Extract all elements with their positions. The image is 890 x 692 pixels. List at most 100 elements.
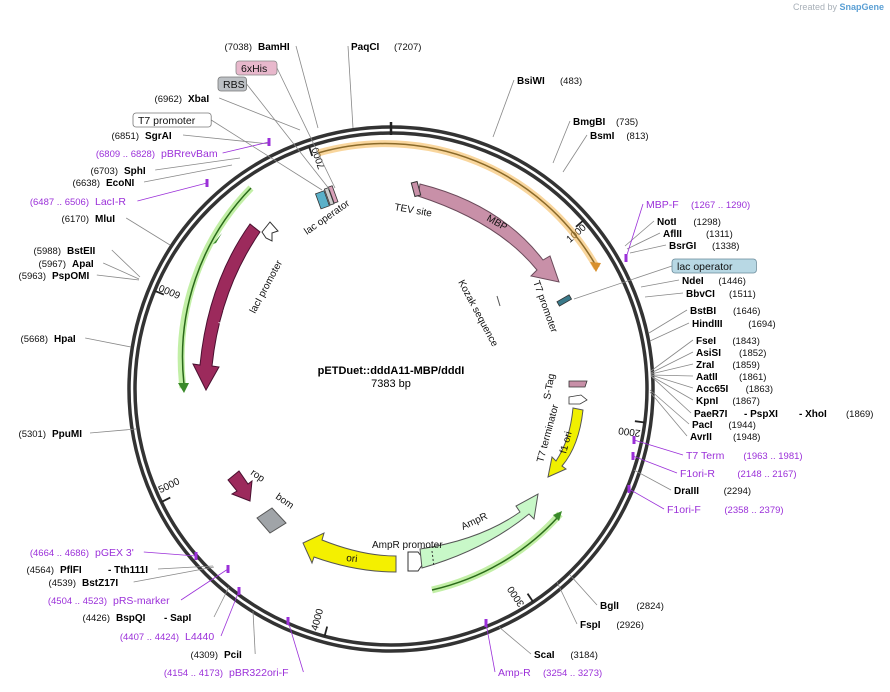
plasmid-length: 7383 bp [371,378,411,390]
his-tag-label[interactable]: 6xHis [235,60,278,76]
site-label-zrai[interactable]: ZraI(1859) [696,360,760,371]
site-label-paqci[interactable]: PaqCI(7207) [351,42,421,53]
label-box [235,60,278,76]
primer-label-pgex-3-[interactable]: (4664 .. 4686)pGEX 3' [30,547,134,559]
site-label-bsteii[interactable]: (5988)BstEII [34,246,96,257]
site-label-paer7i[interactable]: PaeR7I- PspXI- XhoI(1869) [694,409,873,420]
site-position: (5668) [21,334,48,345]
ori-feature[interactable] [302,532,397,573]
primer-site-mark [205,179,209,187]
site-label-pcii[interactable]: (4309)PciI [191,650,242,661]
site-label-aflii[interactable]: AflII(1311) [663,229,733,240]
site-leader [143,164,233,183]
lac-operator-right-label[interactable]: lac operator [671,258,757,274]
primer-label-f1ori-f[interactable]: F1ori-F(2358 .. 2379) [667,504,784,516]
primer-label-amp-r[interactable]: Amp-R(3254 .. 3273) [498,667,602,679]
t7-promoter-top-label[interactable]: T7 promoter [132,112,212,128]
site-label-acc65i[interactable]: Acc65I(1863) [696,384,773,395]
f1-ori-feature[interactable] [547,407,584,478]
site-label-bstbi[interactable]: BstBI(1646) [690,306,760,317]
primer-label-pbrrevbam[interactable]: (6809 .. 6828)pBRrevBam [96,148,218,160]
primer-range: (4407 .. 4424) [120,632,179,643]
ampr-arc-line [431,516,559,591]
ruler-tick [323,626,329,637]
site-label-bsrgi[interactable]: BsrGI(1338) [669,241,739,252]
site-name: EcoNI [106,178,135,189]
site-label-ndei[interactable]: NdeI(1446) [682,276,746,287]
primer-site-mark [194,552,198,560]
s-tag-label: S-Tag [542,373,557,401]
site-leader [649,322,690,342]
site-position: (6851) [112,131,139,142]
site-label-bgli[interactable]: BglI(2824) [600,601,664,612]
site-label-bspqi[interactable]: (4426)BspQI- SapI [83,613,192,624]
site-label-sphi[interactable]: (6703)SphI [91,166,146,177]
kozak-mark [496,295,501,307]
bom-feature[interactable] [256,507,287,534]
site-label-bmgbi[interactable]: BmgBI(735) [573,117,638,128]
site-position: (1511) [729,289,756,300]
site-label-bstz17i[interactable]: (4539)BstZ17I [49,578,119,589]
site-name: BsiWI [517,76,545,87]
site-label-draiii[interactable]: DraIII(2294) [674,486,751,497]
primer-range: (1963 .. 1981) [743,451,802,462]
site-label-fspi[interactable]: FspI(2926) [580,620,644,631]
site-label-pspomi[interactable]: (5963)PspOMI [19,271,90,282]
site-label-bsiwi[interactable]: BsiWI(483) [517,76,582,87]
site-name: HindIII [692,319,723,330]
label-leader [246,83,331,191]
primer-label-mbp-f[interactable]: MBP-F(1267 .. 1290) [646,199,750,211]
primer-label-t7-term[interactable]: T7 Term(1963 .. 1981) [686,450,803,462]
site-label-bbvci[interactable]: BbvCI (1511) [686,289,756,300]
site-label-asisi[interactable]: AsiSI(1852) [696,348,766,359]
site-leader [650,339,694,372]
site-leader [85,337,132,348]
mbp-feature[interactable] [417,183,560,283]
primer-range: (4504 .. 4523) [48,596,107,607]
site-leader [650,374,694,389]
ruler-tick [160,496,171,503]
site-position: (3184) [570,650,597,661]
site-leader [633,469,672,491]
site-label-kpni[interactable]: KpnI(1867) [696,396,760,407]
laci-feature[interactable] [192,223,261,392]
site-label-apai[interactable]: (5967)ApaI [39,259,94,270]
primer-label-f1ori-r[interactable]: F1ori-R(2148 .. 2167) [680,468,797,480]
primer-label-laci-r[interactable]: (6487 .. 6506)LacI-R [30,196,126,208]
site-leader [650,375,692,414]
site-label-econi[interactable]: (6638)EcoNI [73,178,135,189]
site-label-aatii[interactable]: AatII(1861) [696,372,766,383]
site-leader [252,610,256,655]
site-label-bamhi[interactable]: (7038)BamHI [225,42,290,53]
site-label-mlui[interactable]: (6170)MluI [62,214,116,225]
site-label-fsei[interactable]: FseI(1843) [696,336,760,347]
site-label-hindiii[interactable]: HindIII(1694) [692,319,776,330]
rbs-label[interactable]: RBS [217,76,248,92]
label-box [132,112,212,128]
site-name: MluI [95,214,115,225]
ampr-feature[interactable] [419,493,539,569]
primer-label-l4440[interactable]: (4407 .. 4424)L4440 [120,631,215,643]
site-label-pflfi[interactable]: (4564)PflFI- Tth111I [27,565,149,576]
site-label-avrii[interactable]: AvrII(1948) [690,432,760,443]
site-label-scai[interactable]: ScaI(3184) [534,650,598,661]
primer-name: pBR322ori-F [229,667,289,679]
primer-label-prs-marker[interactable]: (4504 .. 4523)pRS-marker [48,595,170,607]
site-leader [649,391,688,437]
site-name: BbvCI [686,289,715,300]
site-label-hpai[interactable]: (5668)HpaI [21,334,76,345]
site-label-ppumi[interactable]: (5301)PpuMI [19,429,83,440]
primer-site-mark [267,138,271,146]
site-position: (4539) [49,578,76,589]
site-name-2: - Tth111I [108,565,148,576]
primer-name: F1ori-F [667,504,701,516]
site-label-sgrai[interactable]: (6851)SgrAI [112,131,172,142]
primer-leader [628,488,665,510]
site-label-noti[interactable]: NotI(1298) [657,217,721,228]
primer-label-pbr322ori-f[interactable]: (4154 .. 4173)pBR322ori-F [164,667,289,679]
site-label-xbai[interactable]: (6962)XbaI [155,94,210,105]
rop-feature[interactable] [227,470,253,502]
site-label-bsmi[interactable]: BsmI(813) [590,131,649,142]
primer-leader [143,551,197,557]
site-label-paci[interactable]: PacI(1944) [692,420,756,431]
